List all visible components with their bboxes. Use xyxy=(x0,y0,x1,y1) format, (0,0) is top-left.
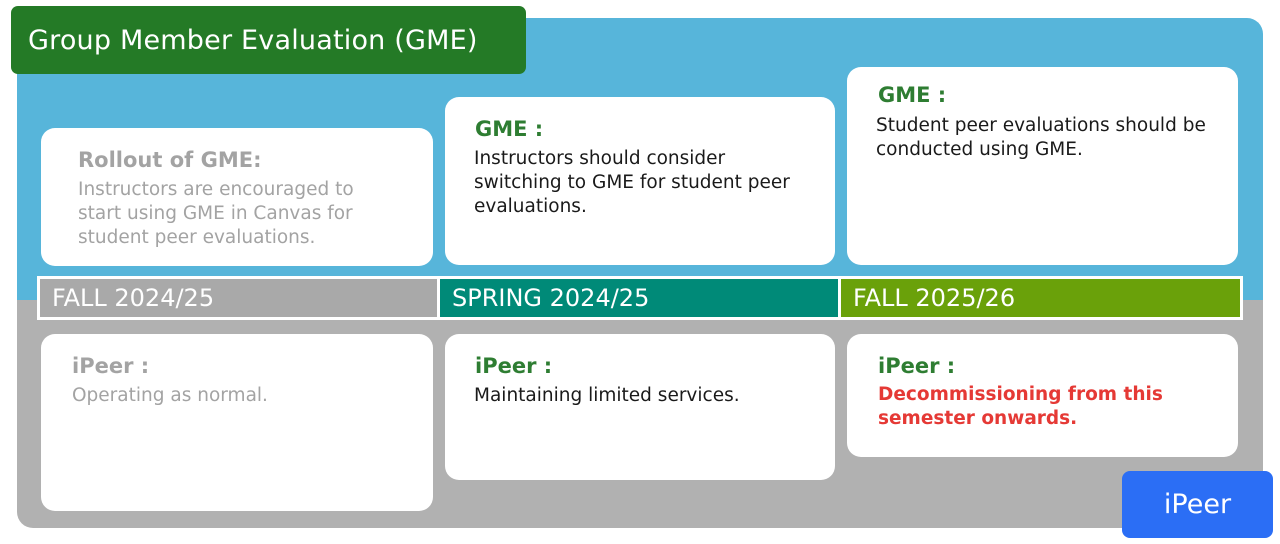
ipeer-card-heading: iPeer : xyxy=(72,354,150,378)
term-spring-2024: SPRING 2024/25 xyxy=(440,279,838,317)
ipeer-card-fall-2025: iPeer : Decommissioning from this semest… xyxy=(847,334,1238,457)
diagram-title: Group Member Evaluation (GME) xyxy=(11,6,526,74)
gme-card-body: Student peer evaluations should be condu… xyxy=(876,115,1206,160)
ipeer-label: iPeer xyxy=(1122,471,1273,538)
ipeer-card-heading: iPeer : xyxy=(475,354,553,378)
term-timeline: FALL 2024/25 SPRING 2024/25 FALL 2025/26 xyxy=(37,276,1243,320)
ipeer-card-body-warning: Decommissioning from this semester onwar… xyxy=(878,384,1163,429)
gme-card-spring-2024: GME : Instructors should consider switch… xyxy=(445,97,835,265)
ipeer-card-heading: iPeer : xyxy=(878,354,956,378)
gme-card-body: Instructors are encouraged to start usin… xyxy=(78,179,354,248)
ipeer-card-fall-2024: iPeer : Operating as normal. xyxy=(41,334,433,511)
gme-card-fall-2025: GME : Student peer evaluations should be… xyxy=(847,67,1238,265)
gme-card-body: Instructors should consider switching to… xyxy=(474,148,790,217)
ipeer-card-spring-2024: iPeer : Maintaining limited services. xyxy=(445,334,835,480)
term-fall-2024: FALL 2024/25 xyxy=(40,279,437,317)
gme-card-heading: Rollout of GME: xyxy=(78,148,262,172)
gme-card-heading: GME : xyxy=(878,83,947,107)
gme-card-heading: GME : xyxy=(475,117,544,141)
ipeer-card-body: Maintaining limited services. xyxy=(474,385,740,406)
term-fall-2025: FALL 2025/26 xyxy=(841,279,1240,317)
ipeer-card-body: Operating as normal. xyxy=(72,385,268,406)
gme-card-fall-2024: Rollout of GME: Instructors are encourag… xyxy=(41,128,433,266)
